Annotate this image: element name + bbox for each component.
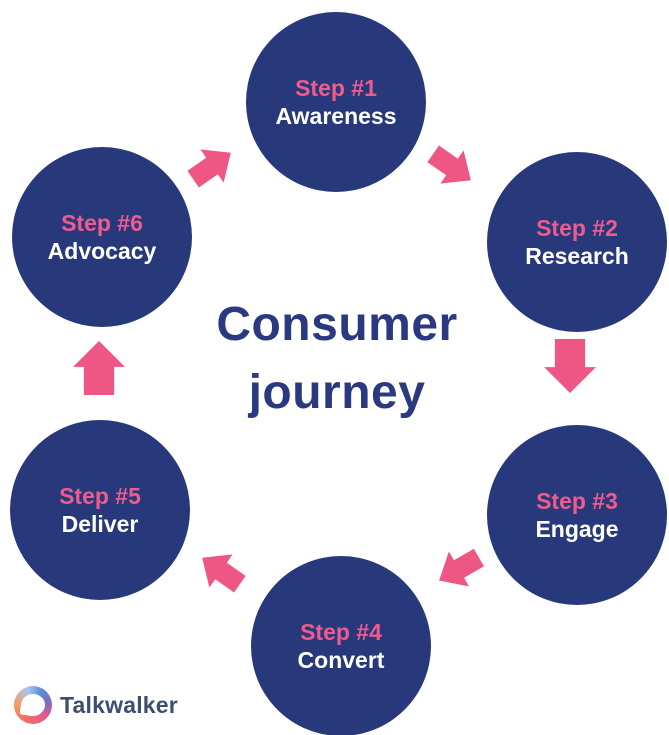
step-circle-engage: Step #3 Engage	[487, 425, 667, 605]
step-circle-convert: Step #4 Convert	[251, 556, 431, 735]
step-number: Step #3	[536, 488, 618, 514]
diagram-title-line1: Consumer	[216, 298, 458, 351]
arrow-step5-to-step6-icon	[68, 341, 130, 395]
step-label: Advocacy	[47, 238, 157, 264]
step-label: Convert	[297, 647, 385, 673]
arrow-step2-to-step3-icon	[539, 339, 601, 393]
step-label: Research	[525, 243, 629, 269]
step-number: Step #2	[536, 215, 618, 241]
step-number: Step #6	[61, 210, 143, 236]
arrow-step6-to-step1-icon	[176, 131, 248, 201]
talkwalker-logo-text: Talkwalker	[60, 691, 178, 718]
step-number: Step #4	[300, 619, 382, 645]
arrow-step1-to-step2-icon	[416, 132, 488, 202]
step-number: Step #1	[295, 75, 377, 101]
arrow-step4-to-step5-icon	[185, 536, 257, 606]
step-circle-advocacy: Step #6 Advocacy	[12, 147, 192, 327]
arrow-step3-to-step4-icon	[423, 535, 494, 603]
step-circle-research: Step #2 Research	[487, 152, 667, 332]
step-circle-deliver: Step #5 Deliver	[10, 420, 190, 600]
step-number: Step #5	[59, 483, 141, 509]
step-circle-awareness: Step #1 Awareness	[246, 12, 426, 192]
diagram-title-line2: journey	[248, 366, 426, 419]
step-label: Awareness	[275, 103, 397, 129]
step-label: Deliver	[61, 511, 139, 537]
step-label: Engage	[535, 516, 619, 542]
diagram-title: Consumer journey	[177, 291, 497, 427]
talkwalker-logo-icon	[14, 686, 52, 724]
talkwalker-logo: Talkwalker	[14, 686, 178, 724]
